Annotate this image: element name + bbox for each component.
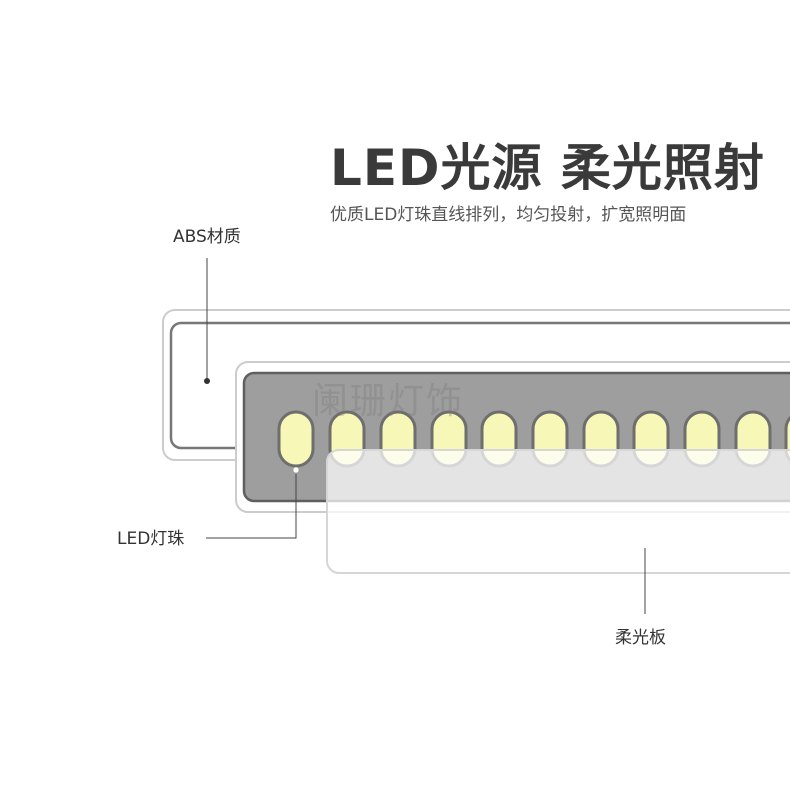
led-leader-dot xyxy=(292,466,300,474)
watermark: 阑珊灯饰 xyxy=(312,381,465,422)
abs-leader-dot xyxy=(204,378,210,384)
led-bead-label: LED灯珠 xyxy=(117,529,185,549)
page-title: LED光源 柔光照射 xyxy=(330,139,765,197)
diffuser-panel xyxy=(326,449,790,574)
page-subtitle: 优质LED灯珠直线排列，均匀投射，扩宽照明面 xyxy=(330,205,687,225)
led-bead xyxy=(277,410,315,468)
abs-material-label: ABS材质 xyxy=(173,227,241,247)
led-leader-line xyxy=(206,474,297,539)
diffuser-label: 柔光板 xyxy=(615,628,666,648)
